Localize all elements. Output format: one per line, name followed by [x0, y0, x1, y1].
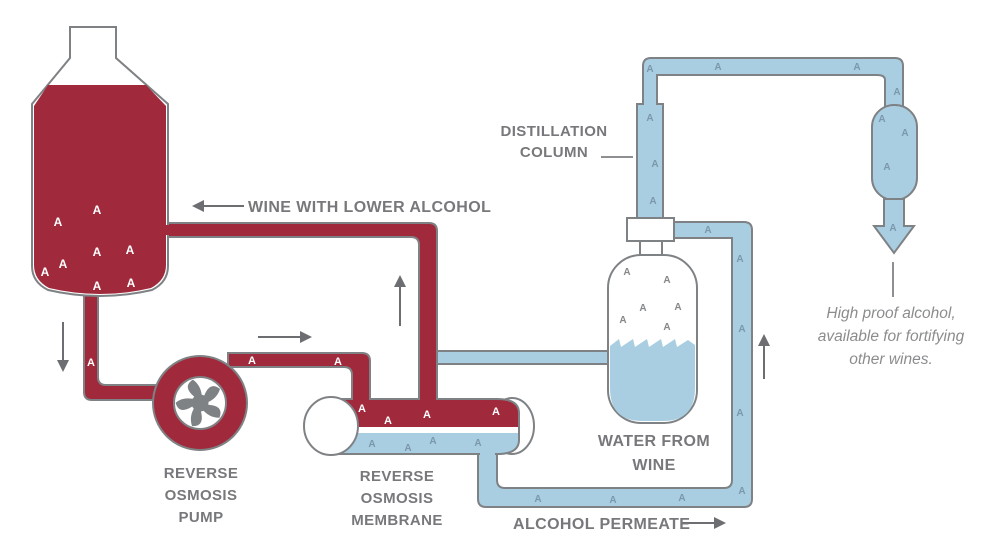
alcohol-marker: A	[878, 114, 885, 125]
alcohol-marker: A	[738, 324, 745, 335]
label-line: High proof alcohol,	[826, 305, 956, 322]
label-line: WATER FROM	[597, 433, 711, 450]
alcohol-marker: A	[127, 276, 136, 290]
alcohol-marker: A	[646, 113, 653, 124]
condenser	[871, 104, 918, 255]
alcohol-marker: A	[623, 267, 630, 278]
label-line: REVERSE	[359, 468, 435, 485]
label-line: PUMP	[178, 509, 224, 526]
alcohol-marker: A	[474, 438, 481, 449]
alcohol-marker: A	[736, 408, 743, 419]
alcohol-marker: A	[87, 357, 95, 369]
label-line: WINE	[632, 457, 676, 474]
label-line: available for fortifying	[817, 328, 965, 345]
membrane-divider	[331, 427, 519, 433]
label-line: MEMBRANE	[351, 512, 443, 529]
pipe-water-to-bottle	[429, 350, 615, 365]
alcohol-marker: A	[492, 406, 500, 418]
wine-tank	[31, 26, 173, 297]
alcohol-marker: A	[126, 243, 135, 257]
alcohol-marker: A	[646, 64, 653, 75]
alcohol-marker: A	[619, 315, 626, 326]
alcohol-marker: A	[384, 415, 392, 427]
label-wine-with-lower-alcohol: WINE WITH LOWER ALCOHOL	[248, 199, 492, 216]
label-distillation-column: DISTILLATION COLUMN	[494, 121, 614, 163]
alcohol-marker: A	[704, 225, 711, 236]
alcohol-marker: A	[678, 493, 685, 504]
alcohol-marker: A	[423, 409, 431, 421]
alcohol-marker: A	[714, 62, 721, 73]
wine-fill	[34, 85, 166, 294]
alcohol-marker: A	[93, 245, 102, 259]
alcohol-markers: A A A A A A A A A A A A A A A A A A A A …	[41, 62, 909, 506]
label-line: OSMOSIS	[164, 487, 238, 504]
label-line: REVERSE	[163, 465, 239, 482]
alcohol-marker: A	[889, 223, 896, 234]
alcohol-marker: A	[368, 439, 375, 450]
label-reverse-osmosis-membrane: REVERSE OSMOSIS MEMBRANE	[337, 466, 457, 532]
column-coupling	[626, 217, 675, 242]
alcohol-marker: A	[901, 128, 908, 139]
label-line: DISTILLATION	[500, 123, 608, 140]
alcohol-marker: A	[534, 494, 541, 505]
membrane-feed-side	[331, 399, 519, 427]
alcohol-marker: A	[358, 403, 366, 415]
flow-arrows	[57, 156, 894, 529]
reverse-osmosis-pump	[152, 355, 248, 451]
membrane-permeate-side	[331, 433, 519, 454]
alcohol-marker: A	[736, 254, 743, 265]
alcohol-marker: A	[93, 203, 102, 217]
alcohol-marker: A	[893, 87, 900, 98]
pipe-alcohol-permeate	[477, 221, 753, 508]
alcohol-marker: A	[404, 443, 411, 454]
label-alcohol-permeate: ALCOHOL PERMEATE	[513, 516, 691, 533]
reverse-osmosis-membrane	[303, 396, 535, 456]
condenser-outlet-arrow	[872, 198, 916, 255]
alcohol-marker: A	[334, 356, 342, 368]
water-bottle	[607, 217, 698, 424]
label-high-proof-alcohol: High proof alcohol, available for fortif…	[805, 302, 977, 371]
alcohol-marker: A	[738, 486, 745, 497]
bottle-water	[610, 339, 695, 421]
label-line: OSMOSIS	[360, 490, 434, 507]
alcohol-marker: A	[59, 257, 68, 271]
alcohol-marker: A	[609, 495, 616, 506]
alcohol-marker: A	[248, 355, 256, 367]
alcohol-marker: A	[663, 275, 670, 286]
alcohol-marker: A	[93, 279, 102, 293]
label-reverse-osmosis-pump: REVERSE OSMOSIS PUMP	[146, 463, 256, 529]
alcohol-marker: A	[649, 196, 656, 207]
label-line: other wines.	[849, 351, 933, 368]
label-water-from-wine: WATER FROM WINE	[594, 430, 714, 478]
alcohol-marker: A	[639, 303, 646, 314]
label-line: COLUMN	[519, 144, 589, 161]
pump-impeller-icon	[175, 379, 221, 427]
alcohol-marker: A	[429, 436, 436, 447]
alcohol-marker: A	[54, 215, 63, 229]
alcohol-marker: A	[41, 265, 50, 279]
alcohol-marker: A	[853, 62, 860, 73]
membrane-left-cap	[303, 396, 359, 456]
alcohol-marker: A	[883, 162, 890, 173]
distillation-column-and-vapor-pipe	[636, 57, 904, 219]
alcohol-marker: A	[651, 159, 658, 170]
alcohol-marker: A	[663, 322, 670, 333]
alcohol-marker: A	[674, 302, 681, 313]
